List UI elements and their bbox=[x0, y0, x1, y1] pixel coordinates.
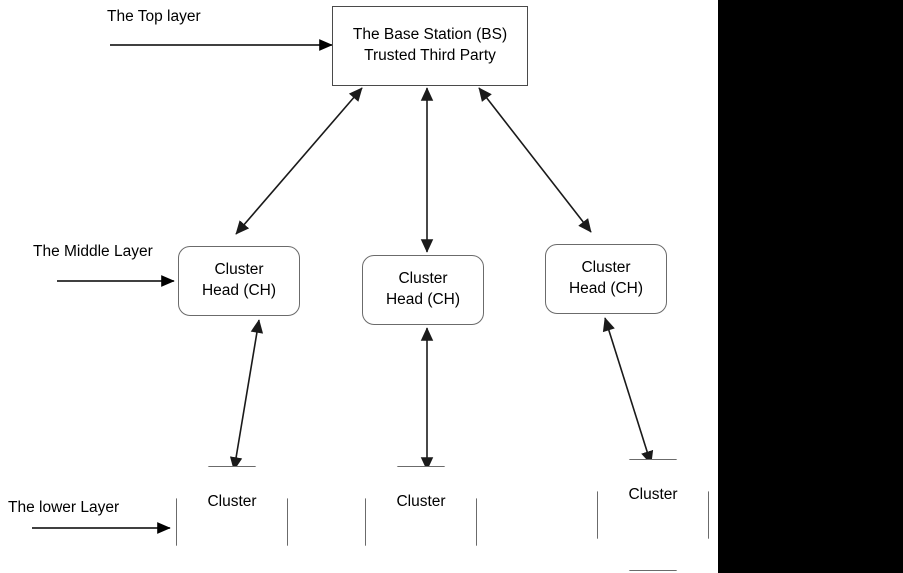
node-cluster-head-left[interactable]: Cluster Head (CH) bbox=[178, 246, 300, 316]
node-cluster-head-right[interactable]: Cluster Head (CH) bbox=[545, 244, 667, 314]
layer-label-middle: The Middle Layer bbox=[33, 243, 153, 260]
base-station-line2: Trusted Third Party bbox=[364, 47, 496, 64]
node-cluster-middle[interactable]: Cluster bbox=[365, 466, 477, 573]
layer-label-lower: The lower Layer bbox=[8, 499, 120, 516]
node-base-station[interactable]: The Base Station (BS) Trusted Third Part… bbox=[332, 6, 528, 86]
cluster-head-middle-line2: Head (CH) bbox=[385, 291, 461, 308]
cluster-head-left-line1: Cluster bbox=[214, 261, 264, 279]
cluster-left-label: Cluster bbox=[207, 493, 257, 510]
edge-bs-to-ch-left bbox=[235, 87, 363, 235]
cluster-head-right-line2: Head (CH) bbox=[568, 280, 644, 297]
edge-ch-right-to-cluster-right bbox=[602, 317, 654, 465]
base-station-line1: The Base Station (BS) bbox=[352, 26, 508, 44]
cluster-head-middle-line1: Cluster bbox=[398, 270, 448, 288]
node-cluster-head-middle[interactable]: Cluster Head (CH) bbox=[362, 255, 484, 325]
cluster-right-label: Cluster bbox=[628, 486, 678, 503]
cluster-middle-label: Cluster bbox=[396, 493, 446, 510]
node-cluster-right[interactable]: Cluster bbox=[597, 459, 709, 571]
cluster-head-left-line2: Head (CH) bbox=[201, 282, 277, 299]
edge-bs-to-ch-right bbox=[478, 87, 592, 233]
edge-ch-left-to-cluster-left bbox=[229, 319, 264, 471]
black-panel bbox=[718, 0, 903, 573]
layer-label-top: The Top layer bbox=[107, 8, 201, 25]
node-cluster-left[interactable]: Cluster bbox=[176, 466, 288, 573]
cluster-head-right-line1: Cluster bbox=[581, 259, 631, 277]
